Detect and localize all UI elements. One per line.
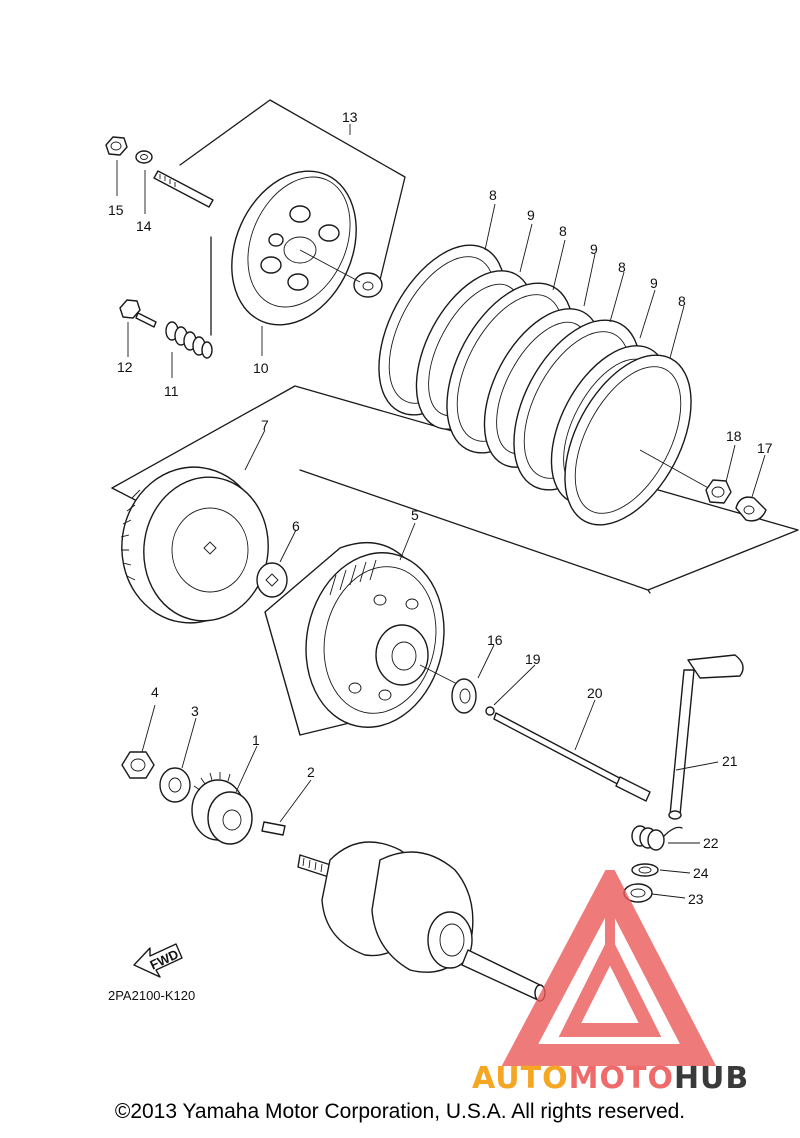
group-box-7 [111, 385, 799, 594]
callout-21: 21 [722, 753, 738, 769]
watermark-hub: HUB [674, 1061, 749, 1096]
watermark-triangle-logo [501, 870, 717, 1066]
washer-24 [631, 863, 659, 877]
washer-14 [135, 150, 153, 164]
return-spring-22 [631, 825, 683, 851]
callout-8a: 8 [489, 187, 497, 203]
automotohub-watermark: AUTOMOTOHUB [472, 870, 749, 1096]
callout-9c: 9 [650, 275, 658, 291]
push-lever-shaft-21 [668, 654, 744, 820]
bolt-12 [119, 299, 157, 328]
washer-6 [256, 562, 288, 598]
callout-23: 23 [688, 891, 704, 907]
drawing-code: 2PA2100-K120 [108, 988, 195, 1003]
fwd-label: FWD [148, 946, 181, 972]
callout-17: 17 [757, 440, 773, 456]
pressure-plate-10 [231, 170, 357, 326]
callout-10: 10 [253, 360, 269, 376]
nut-18 [705, 479, 732, 504]
callout-14: 14 [136, 218, 152, 234]
callout-9a: 9 [527, 207, 535, 223]
callout-19: 19 [525, 651, 541, 667]
callout-20: 20 [587, 685, 603, 701]
leader-lines [116, 124, 766, 899]
group-box-13 [179, 99, 406, 281]
watermark-auto: AUTO [472, 1061, 569, 1096]
lock-washer-17 [735, 496, 767, 522]
callout-1: 1 [252, 732, 260, 748]
watermark-moto: MOTO [569, 1061, 674, 1096]
callout-8d: 8 [678, 293, 686, 309]
callout-15: 15 [108, 202, 124, 218]
callout-13: 13 [342, 109, 358, 125]
callout-8c: 8 [618, 259, 626, 275]
nut-4 [121, 751, 155, 779]
callout-11: 11 [164, 383, 179, 399]
callout-12: 12 [117, 359, 133, 375]
callout-22: 22 [703, 835, 719, 851]
bearing-hub [299, 249, 383, 298]
spring-11 [165, 321, 213, 359]
ball-19 [485, 706, 495, 716]
thrust-washer-16 [451, 678, 477, 714]
callout-3: 3 [191, 703, 199, 719]
friction-plate-8d [564, 354, 692, 526]
callout-6: 6 [292, 518, 300, 534]
clutch-boss-7 [120, 466, 269, 624]
crankshaft [297, 841, 546, 1002]
nut-15 [105, 136, 128, 156]
callout-2: 2 [307, 764, 315, 780]
callout-7: 7 [261, 417, 269, 433]
clutch-housing-5 [264, 541, 445, 736]
callout-9b: 9 [590, 241, 598, 257]
callout-16: 16 [487, 632, 503, 648]
callout-4: 4 [151, 684, 159, 700]
callout-labels: 1 2 3 4 5 6 7 8 8 8 8 9 9 9 10 11 12 13 … [108, 109, 773, 907]
primary-drive-gear-1 [191, 772, 253, 845]
washer-3 [159, 767, 191, 803]
push-rod-20 [493, 712, 651, 802]
callout-18: 18 [726, 428, 742, 444]
key-2 [261, 821, 286, 836]
callout-5: 5 [411, 507, 419, 523]
callout-8b: 8 [559, 223, 567, 239]
fwd-arrow-icon: FWD [133, 943, 183, 978]
callout-24: 24 [693, 865, 709, 881]
watermark-text: AUTOMOTOHUB [472, 1061, 749, 1096]
copyright-notice: ©2013 Yamaha Motor Corporation, U.S.A. A… [114, 1100, 686, 1123]
push-rod-pin [153, 170, 214, 208]
